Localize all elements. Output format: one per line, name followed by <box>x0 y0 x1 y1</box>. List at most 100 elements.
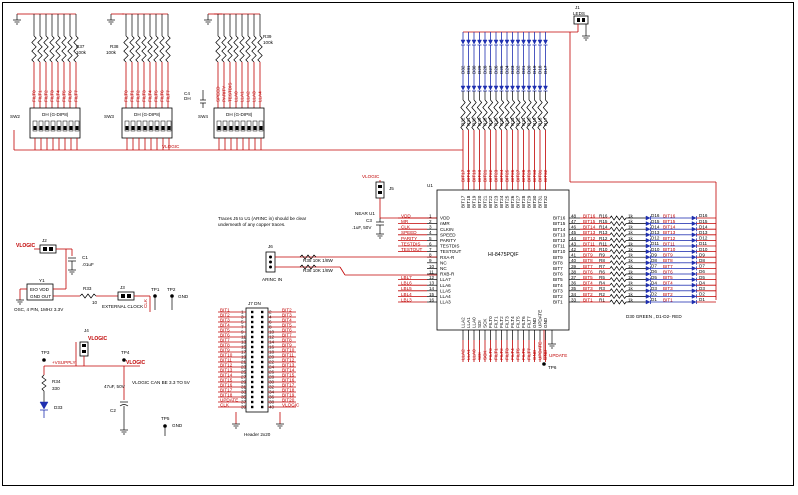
bit-led-diode <box>645 254 651 260</box>
bit-net-label: BIT2 <box>583 292 593 297</box>
c4-ref: C4 <box>184 91 190 96</box>
bit-led-ref-2: D5 <box>699 275 705 280</box>
bit-led-diode-2 <box>691 265 697 271</box>
bit-resistor-value: 1k <box>628 281 634 286</box>
switch-toggle <box>253 126 257 130</box>
connector-j3 <box>117 291 135 301</box>
led-diode <box>471 39 477 45</box>
top-bit-net-label: BIT28 <box>521 169 526 182</box>
u1-right-pin-name: BIT7 <box>553 266 563 271</box>
top-led-ref: D32 <box>461 65 466 74</box>
header-pin <box>261 385 264 389</box>
top-res-ref: R30 <box>472 117 477 126</box>
bit-led-net-label: BIT11 <box>663 241 675 246</box>
u1-bottom-net-label: SDI <box>477 352 482 360</box>
header-right-net-label: BIT16 <box>282 377 295 382</box>
header-right-net-label: BIT15 <box>282 372 295 377</box>
switch-net-label: FILT0 <box>32 90 37 102</box>
led-diode-lower <box>482 85 488 91</box>
y1-ref: Y1 <box>39 278 45 283</box>
switch-net-label: TESTDIS <box>228 83 233 102</box>
u1-left-pin-number: 12 <box>429 275 435 280</box>
bit-led-diode-2 <box>691 243 697 249</box>
bit-led-ref: D12 <box>651 236 660 241</box>
header-right-net-label: BIT3 <box>282 312 292 317</box>
u1-top-pin-name: BIT24 <box>499 195 504 208</box>
switch-toggle <box>149 126 153 130</box>
bit-resistor <box>609 260 627 266</box>
header-pin <box>251 325 254 329</box>
header-left-net-label: BIT18 <box>220 392 233 397</box>
header-pin <box>261 395 264 399</box>
u1-right-pin-number: 36 <box>571 281 577 286</box>
bit-resistor <box>609 293 627 300</box>
switch-toggle <box>259 126 263 130</box>
header-right-net-label: BIT9 <box>282 342 292 347</box>
header-left-net-label: BIT8 <box>220 342 230 347</box>
j7-ref: J7 DN <box>248 301 261 306</box>
sw3-ref: SW3 <box>104 114 114 119</box>
led-diode <box>526 39 532 45</box>
y1-pin-labels-bottom: GND OUT <box>30 294 51 299</box>
resistor-element <box>73 35 79 63</box>
c2-ref: C2 <box>110 408 116 413</box>
u1-left-pin-number: 7 <box>429 247 432 252</box>
led-diode-lower <box>504 85 510 91</box>
top-led-ref: D26 <box>494 65 499 74</box>
u1-bottom-net-label: GND <box>543 349 548 360</box>
u1-left-pin-name: TESTOUT <box>440 249 462 254</box>
top-res-ref: R31 <box>466 117 471 126</box>
test-point-tp5 <box>163 424 167 436</box>
header-pin <box>251 390 254 394</box>
header-left-net-label: BIT14 <box>220 372 233 377</box>
switch-toggle <box>45 126 49 130</box>
tp6-ref: TP6 <box>548 365 557 370</box>
led-diode-lower <box>466 85 471 91</box>
u1-right-pin-number: 38 <box>571 269 577 274</box>
switch-net-label: LLA0 <box>234 91 239 102</box>
u1-bottom-pins: LLA2LLA2LLA1LLA1LLA0LLA0SDISDISCKSCKFILT… <box>461 310 548 362</box>
u1-bottom-pin-name: UPDATE <box>538 310 543 328</box>
j6-ref: J6 <box>268 244 273 249</box>
header-pin <box>251 370 254 374</box>
header-pin <box>261 325 264 329</box>
led-diode-lower <box>543 85 548 91</box>
header-pin <box>251 350 254 354</box>
bit-led-ref: D10 <box>651 247 660 252</box>
connector-j2 <box>39 244 57 254</box>
bit-led-ref-2: D14 <box>699 224 708 229</box>
bit-led-ref-2: D16 <box>699 213 708 218</box>
sw4-package: DH (G-DIP8) <box>226 112 253 117</box>
top-res-ref: R18 <box>538 117 543 126</box>
j5-ref: J5 <box>389 186 394 191</box>
bit-led-diode-2 <box>691 293 697 299</box>
bit-resistor-value: 1k <box>628 253 634 258</box>
header-pin <box>261 380 264 384</box>
u1-left-pin-name: NC <box>440 266 447 271</box>
bit-resistor-ref: R9 <box>599 253 605 258</box>
bit-resistor-ref: R3 <box>599 286 605 291</box>
led-diode <box>510 39 515 45</box>
top-bit-net-label: BIT17 <box>461 169 466 182</box>
bit-led-ref-2: D2 <box>699 292 705 297</box>
bit-led-ref-2: D4 <box>699 280 705 285</box>
header-pin <box>261 310 264 314</box>
u1-right-pin-number: 37 <box>571 275 577 280</box>
header-pin <box>251 400 254 404</box>
header-right-net-label: BIT19 <box>282 392 295 397</box>
u1-left-pin-number: 5 <box>429 236 432 241</box>
resistor-element <box>123 35 129 63</box>
top-bit-net-label: BIT23 <box>494 169 499 182</box>
c1-ref: C1 <box>82 255 88 260</box>
led-resistor <box>526 99 532 131</box>
test-point-tp4 <box>122 358 126 362</box>
top-res-ref: R22 <box>516 117 521 126</box>
bit-led-ref-2: D9 <box>699 252 705 257</box>
bit-led-diode-2 <box>691 226 697 232</box>
header-pin <box>251 380 254 384</box>
update-net-label: UPDATE <box>549 353 567 358</box>
bit-resistor <box>609 288 627 294</box>
bit-led-diode-2 <box>691 288 697 294</box>
bit-resistor-ref: R12 <box>599 236 608 241</box>
capacitor-c3 <box>376 218 384 239</box>
